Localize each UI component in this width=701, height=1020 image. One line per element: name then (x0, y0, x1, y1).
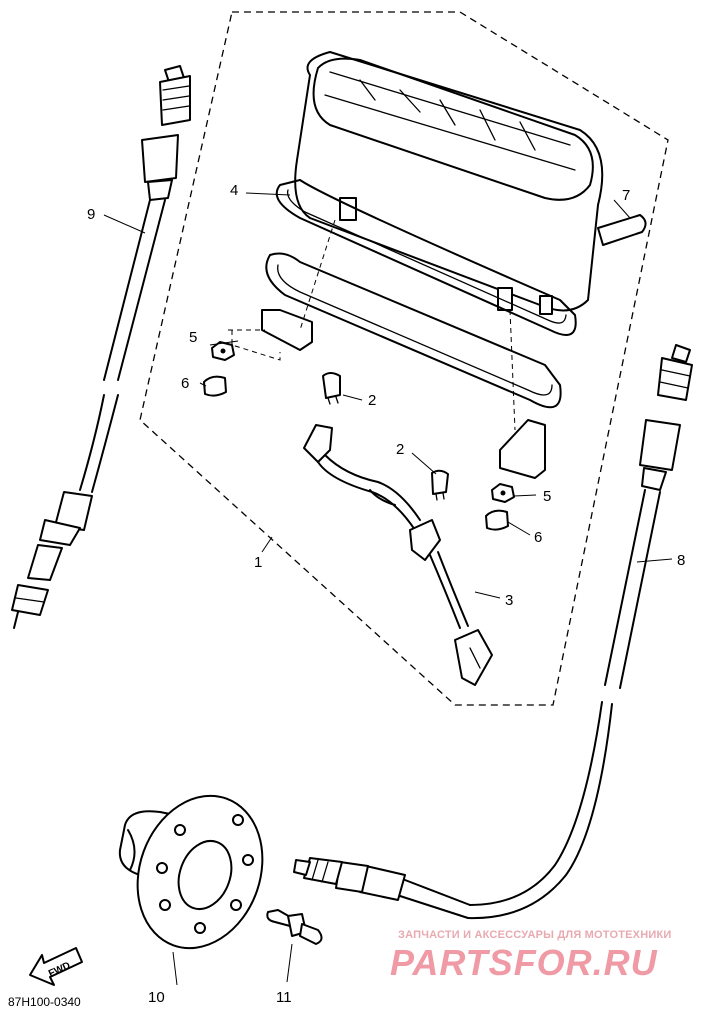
callout-10: 10 (148, 989, 165, 1006)
meter-housing (294, 51, 604, 315)
meter-connector (597, 214, 647, 246)
meter-cable-left (11, 65, 191, 629)
callout-1: 1 (254, 554, 262, 571)
callout-3: 3 (505, 592, 513, 609)
mounting-bracket (261, 252, 562, 479)
watermark-logo: PARTSFOR.RU (390, 942, 658, 983)
cushion-right (485, 509, 509, 531)
leader-lines (103, 192, 673, 986)
callout-2-upper: 2 (368, 392, 376, 409)
drawing-code: 87H100-0340 (8, 995, 81, 1009)
pin (266, 909, 323, 945)
bulb-upper (322, 372, 341, 405)
callout-4: 4 (230, 182, 238, 199)
assembly-boundary (139, 11, 669, 706)
callout-5-right: 5 (543, 488, 551, 505)
callout-7: 7 (622, 187, 630, 204)
nut-right (491, 483, 515, 503)
meter-gear-unit (118, 794, 264, 950)
callout-5-left: 5 (189, 329, 197, 346)
callout-11: 11 (276, 989, 292, 1006)
callout-6-left: 6 (181, 375, 189, 392)
cushion-left (203, 375, 227, 397)
meter-cable-right (293, 344, 693, 920)
guide-lines (228, 219, 516, 431)
gasket (275, 179, 577, 336)
callout-9: 9 (87, 206, 95, 223)
fwd-arrow: FWD (29, 947, 83, 986)
callout-8: 8 (677, 552, 685, 569)
nut-left (211, 341, 235, 361)
watermark-tagline: ЗАПЧАСТИ И АКСЕССУАРЫ ДЛЯ МОТОТЕХНИКИ (398, 929, 671, 941)
wire-harness (303, 424, 493, 686)
callout-6-right: 6 (534, 529, 542, 546)
bulb-lower (431, 469, 449, 501)
callout-2-lower: 2 (396, 441, 404, 458)
